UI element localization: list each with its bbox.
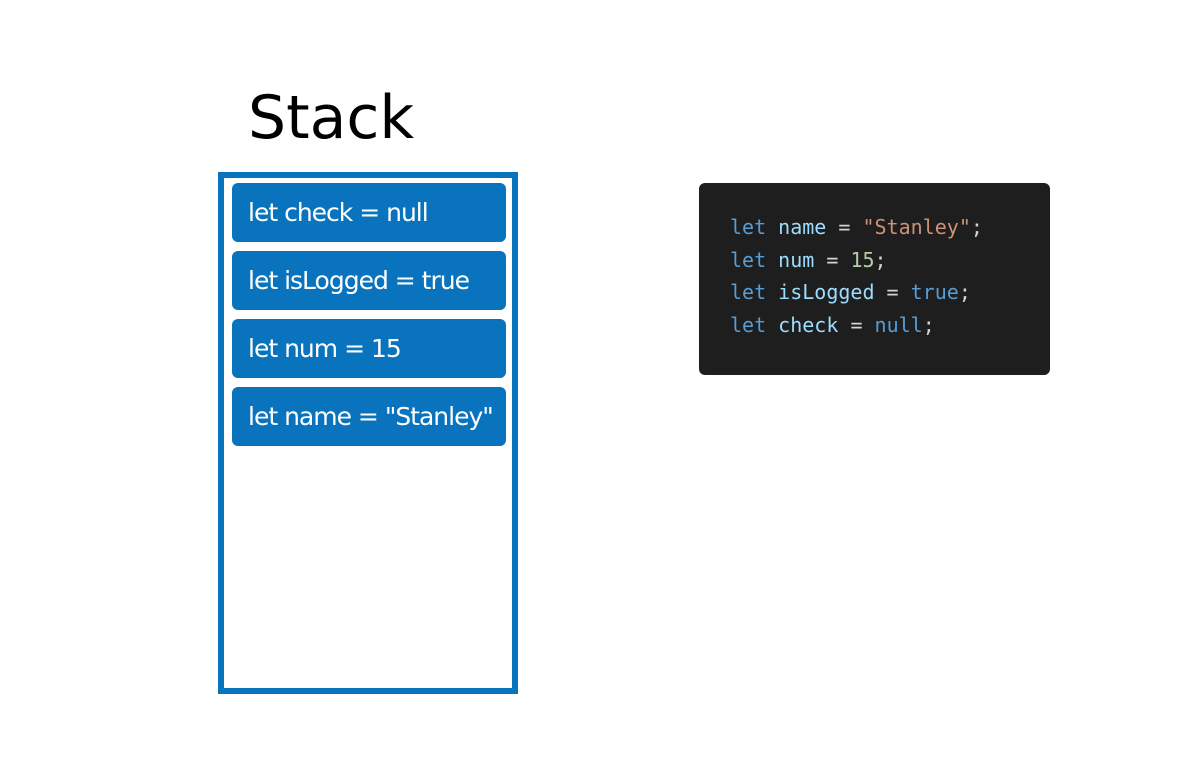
code-operator: = [886,280,899,304]
code-keyword: let [730,312,767,337]
code-value: null [874,312,923,337]
stack-title: Stack [248,83,415,153]
code-snippet: let name = "Stanley"; let num = 15; let … [699,183,1050,375]
code-variable: name [778,215,827,239]
code-variable: check [778,312,839,337]
code-terminator: ; [922,312,935,337]
stack-frame-name: let name = "Stanley" [232,387,506,446]
stack-frames: let check = null let isLogged = true let… [232,183,506,455]
code-keyword: let [730,280,767,304]
code-value: 15 [850,247,875,272]
code-operator: = [850,312,863,337]
code-variable: num [778,247,815,272]
code-terminator: ; [958,280,971,304]
code-operator: = [838,215,851,239]
code-line: let num = 15; [730,244,1050,277]
code-terminator: ; [970,215,983,239]
stack-frame-islogged: let isLogged = true [232,251,506,310]
stack-frame-check: let check = null [232,183,506,242]
stack-frame-num: let num = 15 [232,319,506,378]
code-terminator: ; [874,247,887,272]
code-keyword: let [730,247,767,272]
code-line: let isLogged = true; [730,276,1050,309]
code-operator: = [826,247,839,272]
code-line: let name = "Stanley"; [730,211,1050,244]
stack-container: let check = null let isLogged = true let… [218,172,518,694]
code-keyword: let [730,215,767,239]
code-variable: isLogged [778,280,875,304]
code-value: true [910,280,959,304]
code-line: let check = null; [730,309,1050,342]
code-value: "Stanley" [862,215,971,239]
